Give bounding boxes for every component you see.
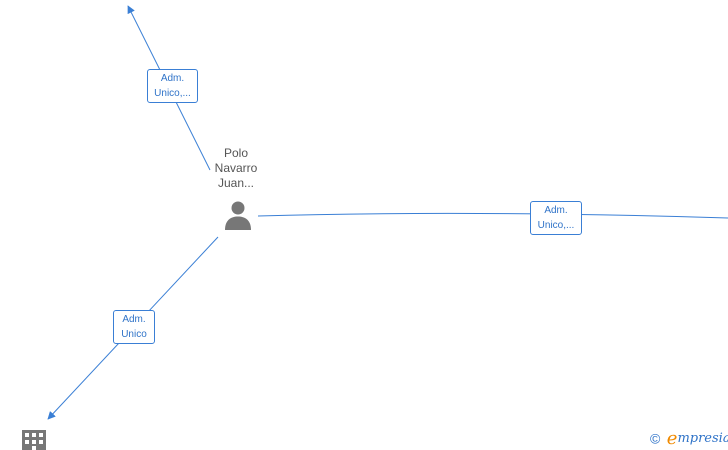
edge-label-top[interactable]: Adm. Unico,...	[147, 69, 198, 103]
person-name[interactable]: Polo Navarro Juan...	[196, 146, 276, 191]
brand-logo-text: mpresia	[677, 431, 728, 446]
person-icon[interactable]	[222, 200, 254, 230]
edge-label-bottom[interactable]: Adm. Unico	[113, 310, 155, 344]
person-name-line: Polo	[223, 146, 249, 160]
brand-logo-initial: e	[666, 428, 678, 449]
person-name-line: Juan...	[217, 176, 255, 190]
edge-label-line: Unico	[121, 329, 147, 340]
person-name-line: Navarro	[214, 161, 258, 175]
copyright-symbol: ©	[650, 430, 661, 447]
edge-label-line: Unico,...	[154, 88, 191, 99]
edge-label-line: Adm.	[160, 73, 185, 84]
edge-label-line: Adm.	[544, 205, 568, 216]
edge-line-right[interactable]	[257, 212, 728, 219]
brand-watermark: © empresia	[650, 428, 728, 450]
edge-label-line: Adm.	[122, 314, 146, 325]
building-icon[interactable]	[22, 430, 46, 450]
edge-label-line: Unico,...	[537, 220, 575, 231]
edge-label-right[interactable]: Adm. Unico,...	[530, 201, 582, 235]
